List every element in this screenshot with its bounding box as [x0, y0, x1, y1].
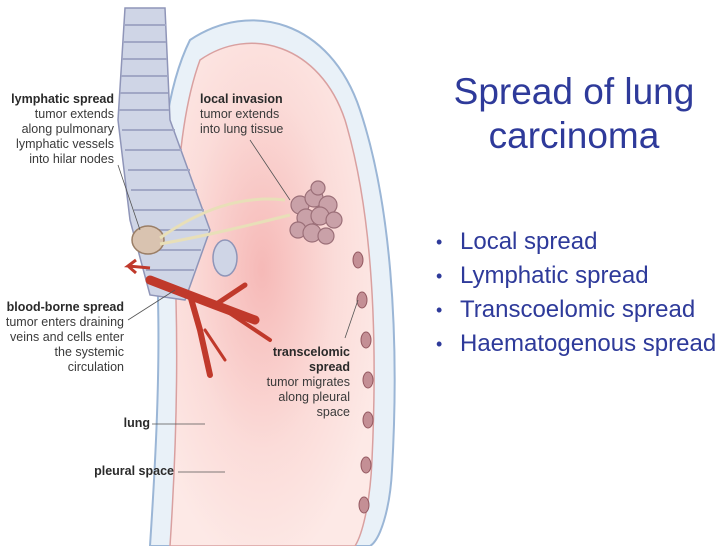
lung-cancer-spread-illustration — [117, 7, 396, 546]
label-transcelomic-line: space — [316, 405, 350, 419]
label-transcelomic-title: spread — [309, 360, 350, 374]
blood-flow-arrow-icon — [123, 258, 151, 275]
label-local-line: tumor extends — [200, 107, 280, 121]
bullet-text: Lymphatic spread — [460, 262, 649, 289]
bullet-dot-icon: • — [436, 266, 443, 286]
label-lymphatic-spread: lymphatic spread tumor extends along pul… — [6, 92, 114, 167]
label-transcelomic-title: transcelomic — [272, 345, 350, 359]
bullet-text: Local spread — [460, 228, 598, 255]
label-blood-line: tumor enters draining — [5, 315, 124, 329]
label-blood-line: the systemic circulation — [54, 345, 124, 374]
label-lymphatic-line: into hilar nodes — [29, 152, 114, 166]
label-transcelomic-spread: transcelomic spread tumor migrates along… — [254, 345, 350, 420]
slide-title-line: carcinoma — [488, 115, 660, 156]
label-local-line: into lung tissue — [200, 122, 284, 136]
label-transcelomic-line: tumor migrates — [266, 375, 350, 389]
bullet-text: Haematogenous spread — [460, 330, 717, 357]
label-lymphatic-title: lymphatic spread — [11, 92, 114, 106]
tumor-mass — [289, 180, 343, 245]
bullet-item: • Haematogenous spread — [436, 327, 721, 361]
bullet-item: • Local spread — [436, 225, 721, 259]
label-lung-text: lung — [123, 416, 150, 430]
bullet-dot-icon: • — [436, 334, 443, 354]
blood-vessels — [145, 275, 272, 378]
hilar-node — [131, 225, 165, 255]
slide-title-line: Spread of lung — [453, 71, 695, 112]
label-lung: lung — [100, 416, 150, 431]
bullet-list: • Local spread • Lymphatic spread • Tran… — [436, 225, 721, 361]
bullet-dot-icon: • — [436, 232, 443, 252]
label-pleural-text: pleural space — [94, 464, 174, 478]
label-local-invasion: local invasion tumor extends into lung t… — [200, 92, 300, 137]
pleural-nodules — [352, 251, 374, 514]
label-lymphatic-line: along pulmonary — [21, 122, 114, 136]
label-blood-title: blood-borne spread — [6, 300, 124, 314]
lymphatic-vessels — [159, 197, 291, 246]
label-blood-borne-spread: blood-borne spread tumor enters draining… — [0, 300, 124, 375]
bullet-dot-icon: • — [436, 300, 443, 320]
label-lymphatic-line: lymphatic vessels — [16, 137, 114, 151]
label-transcelomic-line: along pleural — [278, 390, 350, 404]
label-local-title: local invasion — [200, 92, 283, 106]
label-pleural-space: pleural space — [60, 464, 174, 479]
label-blood-line: veins and cells enter — [10, 330, 124, 344]
bullet-item: • Lymphatic spread — [436, 259, 721, 293]
bullet-text: Transcoelomic spread — [460, 296, 696, 323]
leader-lines — [117, 139, 359, 473]
bullet-item: • Transcoelomic spread — [436, 293, 721, 327]
slide-title: Spread of lung carcinoma — [424, 70, 724, 158]
label-lymphatic-line: tumor extends — [34, 107, 114, 121]
